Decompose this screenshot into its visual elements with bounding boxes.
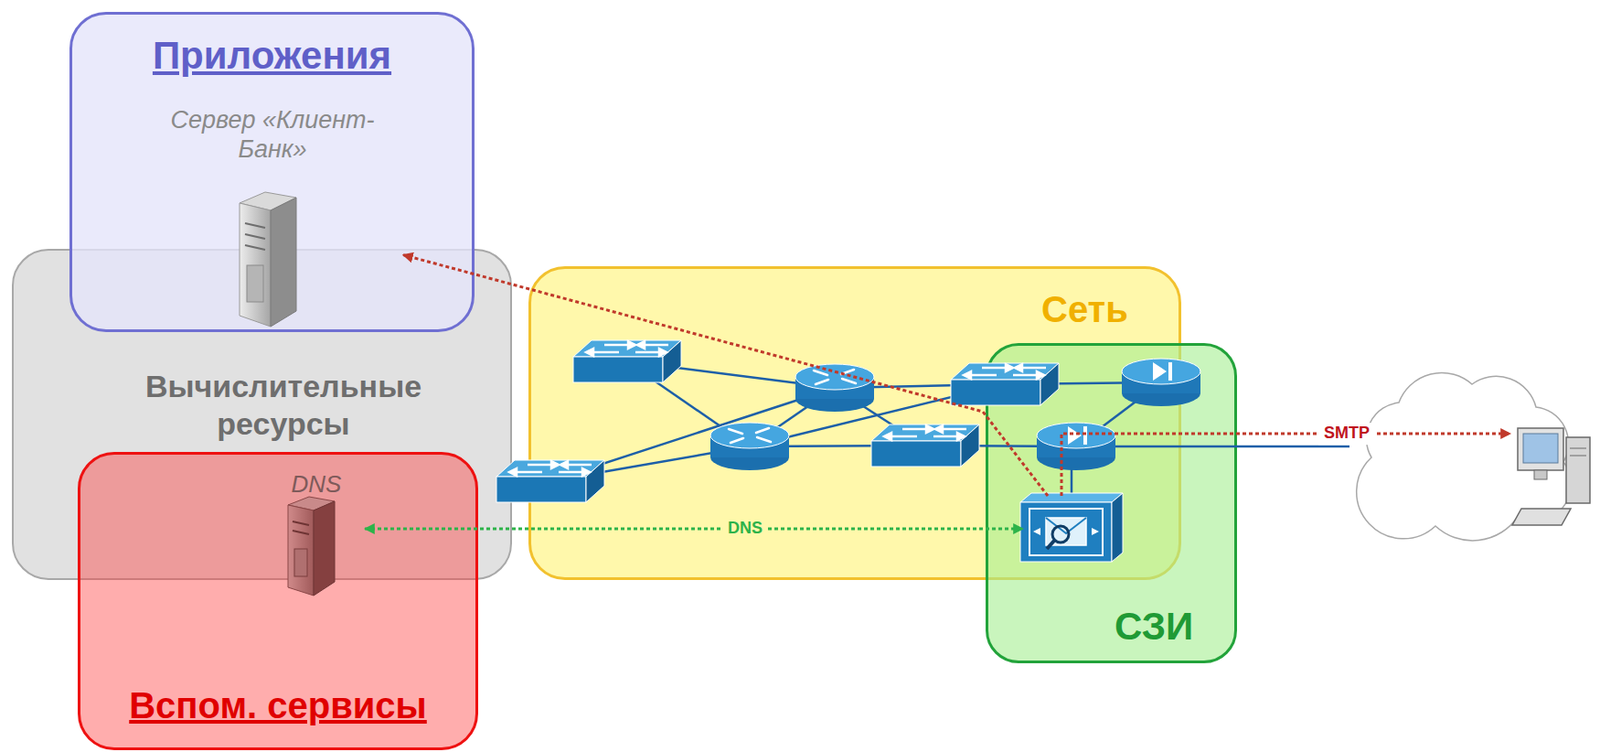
node-text-block: Сервер «Клиент-Банк» — [141, 105, 404, 165]
vpn-icon — [1121, 358, 1201, 406]
group-box: Вспом. сервисы DNS — [77, 451, 479, 750]
switch-icon — [950, 362, 1059, 406]
server-icon — [239, 192, 297, 327]
internet-cloud — [1356, 372, 1572, 540]
group-title: Вычислительные ресурсы — [100, 367, 467, 443]
node-text-block: Приложения — [72, 32, 472, 79]
edge-label-holder: SMTP — [1318, 422, 1376, 445]
node-label: Сервер «Клиент-Банк» — [141, 105, 404, 165]
router-icon — [795, 363, 875, 412]
group-title: Сеть — [1041, 287, 1129, 331]
mail-security-appliance — [1020, 492, 1123, 562]
node-text-block: Сеть — [1041, 287, 1129, 331]
group-title: СЗИ — [1114, 603, 1194, 650]
protocol-label: SMTP — [1318, 422, 1376, 445]
switch-icon — [871, 424, 980, 467]
flow-connector — [1061, 433, 1511, 496]
group-title: Вспом. сервисы — [80, 682, 476, 727]
router-icon — [710, 422, 790, 470]
edge-label-holder: DNS — [722, 517, 768, 540]
vpn-icon — [1036, 422, 1116, 470]
protocol-label: DNS — [722, 517, 768, 540]
node-text-block: СЗИ — [1114, 603, 1194, 650]
node-text-block: Вычислительные ресурсы — [100, 367, 467, 443]
switch-icon — [496, 459, 605, 502]
group-title: Приложения — [72, 32, 472, 79]
pc-icon — [1512, 427, 1590, 525]
dns-server-icon — [288, 496, 335, 596]
flow-connector — [364, 527, 1024, 531]
network-links — [549, 361, 1350, 499]
flow-connector — [403, 255, 1048, 496]
node-label: DNS — [267, 469, 365, 499]
node-text-block: DNS — [267, 469, 365, 499]
node-text-block: Вспом. сервисы — [80, 682, 476, 727]
switch-icon — [573, 340, 682, 383]
